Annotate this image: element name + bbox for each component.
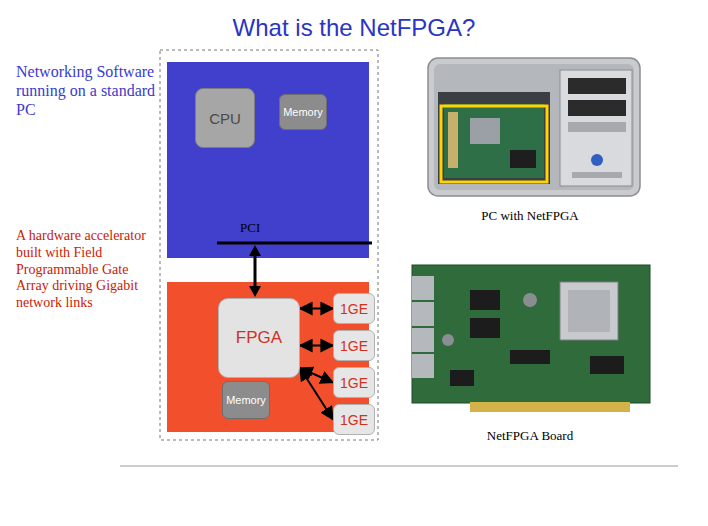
pci-link xyxy=(254,254,257,287)
arrow-head xyxy=(249,245,261,256)
node-text: 1GE xyxy=(340,375,368,391)
photo-caption: NetFPGA Board xyxy=(450,428,610,444)
node-text: 1GE xyxy=(340,412,368,428)
gigabit-port-box: 1GE xyxy=(333,293,375,324)
memory-box: Memory xyxy=(222,381,270,419)
cpu-box: CPU xyxy=(195,88,255,148)
gigabit-port-box: 1GE xyxy=(333,404,375,435)
node-text: 1GE xyxy=(340,338,368,354)
system-outline xyxy=(160,50,378,440)
pci-bus xyxy=(217,242,372,245)
divider-line xyxy=(120,466,678,467)
node-text: 1GE xyxy=(340,301,368,317)
board-photo xyxy=(412,265,650,412)
gigabit-port-box: 1GE xyxy=(333,367,375,398)
link-arrow xyxy=(300,368,333,420)
link-arrow xyxy=(300,345,333,347)
slide-title: What is the NetFPGA? xyxy=(0,14,708,42)
accelerator-description: A hardware accelerator built with Field … xyxy=(16,228,150,312)
pc-photo xyxy=(428,58,640,196)
pc-region xyxy=(167,62,369,258)
photo-caption: PC with NetFPGA xyxy=(450,208,610,224)
node-text: FPGA xyxy=(236,328,282,348)
link-arrow xyxy=(300,308,333,310)
node-text: Memory xyxy=(226,394,266,406)
arrow-head xyxy=(249,286,261,297)
node-text: Memory xyxy=(283,106,323,118)
gigabit-port-box: 1GE xyxy=(333,330,375,361)
bus-label: PCI xyxy=(240,220,280,236)
memory-box: Memory xyxy=(279,94,327,130)
node-text: CPU xyxy=(209,110,241,127)
pc-description: Networking Software running on a standar… xyxy=(16,62,156,120)
fpga-box: FPGA xyxy=(218,298,300,378)
